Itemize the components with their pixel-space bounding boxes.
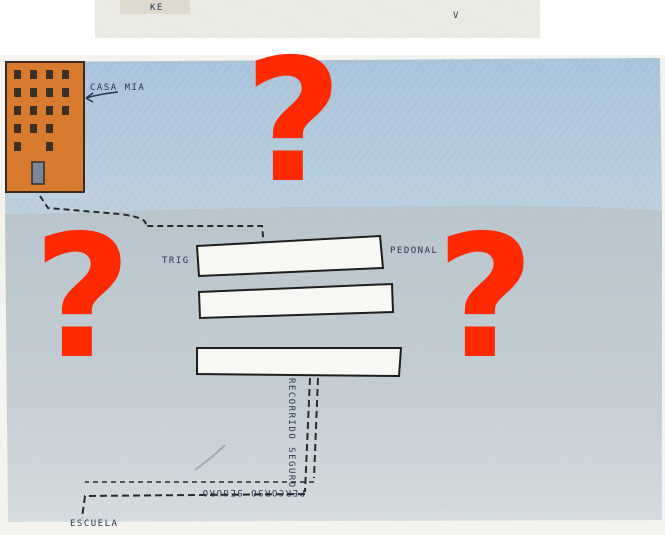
question-mark-right: ? <box>436 199 535 397</box>
crosswalk <box>197 236 401 376</box>
question-mark-left: ? <box>33 199 132 397</box>
question-mark-top: ? <box>244 23 343 221</box>
small-label-top-left: KE <box>150 3 164 13</box>
crosswalk-stripe-3 <box>197 348 401 376</box>
left-street-label: TRIG <box>162 256 190 266</box>
house-label: CASA MIA <box>90 83 145 93</box>
bottom-path-label: PERCORSO SEGURO <box>201 487 305 497</box>
small-label-top-right: V <box>453 11 460 21</box>
vertical-path-label: RECORRIDO SEGURO <box>286 378 296 489</box>
right-street-label: PEDONAL <box>390 246 438 256</box>
school-label: ESCUELA <box>70 519 118 529</box>
